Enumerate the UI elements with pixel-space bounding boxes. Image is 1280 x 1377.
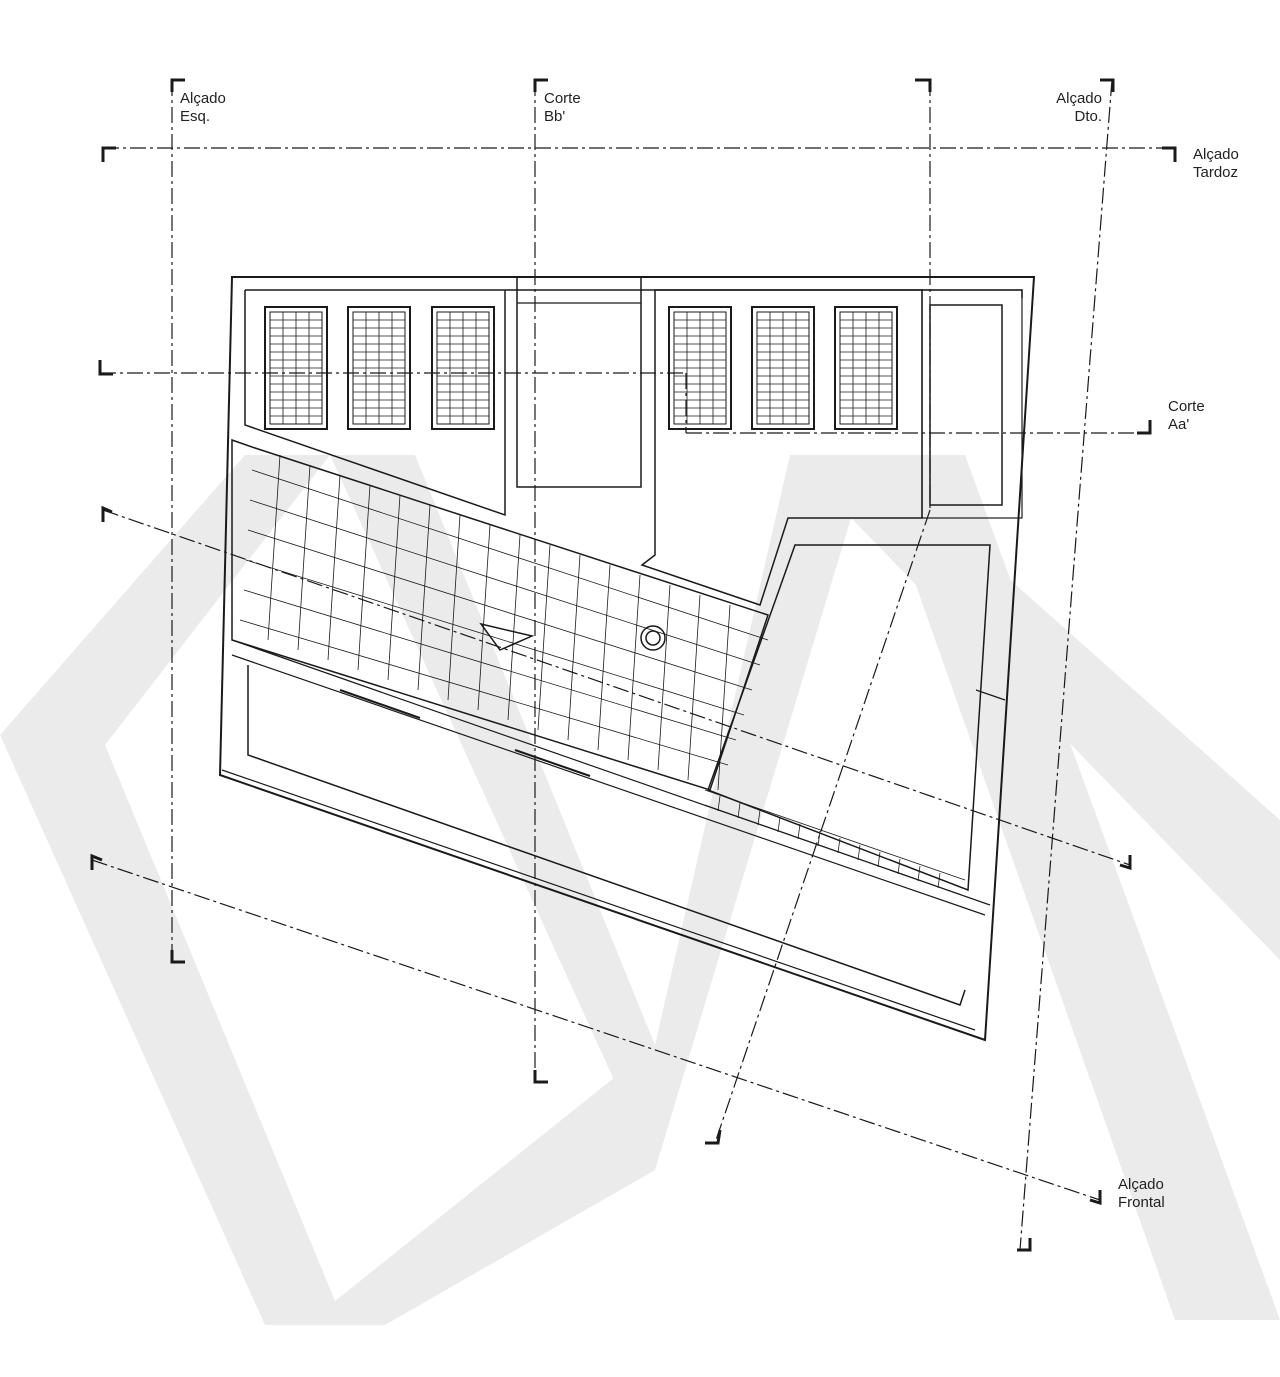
label-corte-bb-line2: Bb' [544,108,566,125]
watermark-logo [0,455,1280,1325]
solar-panel-icon [751,306,815,430]
upper-left-block [516,276,642,488]
label-alcado-frontal-line2: Frontal [1118,1194,1165,1211]
label-corte-bb-line1: Corte [544,90,581,107]
label-corte-bb: Corte Bb' [544,90,581,126]
diagonal-section-line [102,509,1131,866]
solar-panel-icon [834,306,898,430]
slope-arrow-icon [479,622,535,651]
label-alcado-tardoz: Alçado Tardoz [1193,146,1239,182]
label-alcado-frontal-line1: Alçado [1118,1176,1164,1193]
label-alcado-esq: Alçado Esq. [180,90,226,126]
label-alcado-tardoz-line2: Tardoz [1193,164,1239,181]
alcado-frontal-line [91,859,1101,1201]
label-alcado-dto-line1: Alçado [1056,90,1102,107]
label-alcado-esq-line1: Alçado [180,90,226,107]
label-corte-aa: Corte Aa' [1168,398,1205,434]
solar-panel-icon [347,306,411,430]
solar-panel-icon [668,306,732,430]
label-alcado-esq-line2: Esq. [180,108,211,125]
building-outline [218,276,1036,1042]
label-alcado-tardoz-line1: Alçado [1193,146,1239,163]
alcado-dto-line [1019,79,1113,1251]
label-alcado-dto: Alçado Dto. [1030,90,1102,126]
roof-drain-icon [640,625,666,651]
label-alcado-dto-line2: Dto. [1074,108,1102,125]
solar-panel-icon [431,306,495,430]
tiled-roof [231,438,769,791]
solar-panel-icon [264,306,328,430]
solar-panels [264,306,898,430]
label-alcado-frontal: Alçado Frontal [1118,1176,1165,1212]
label-corte-aa-line2: Aa' [1168,416,1190,433]
label-corte-aa-line1: Corte [1168,398,1205,415]
lower-left-terrace [247,665,966,1006]
